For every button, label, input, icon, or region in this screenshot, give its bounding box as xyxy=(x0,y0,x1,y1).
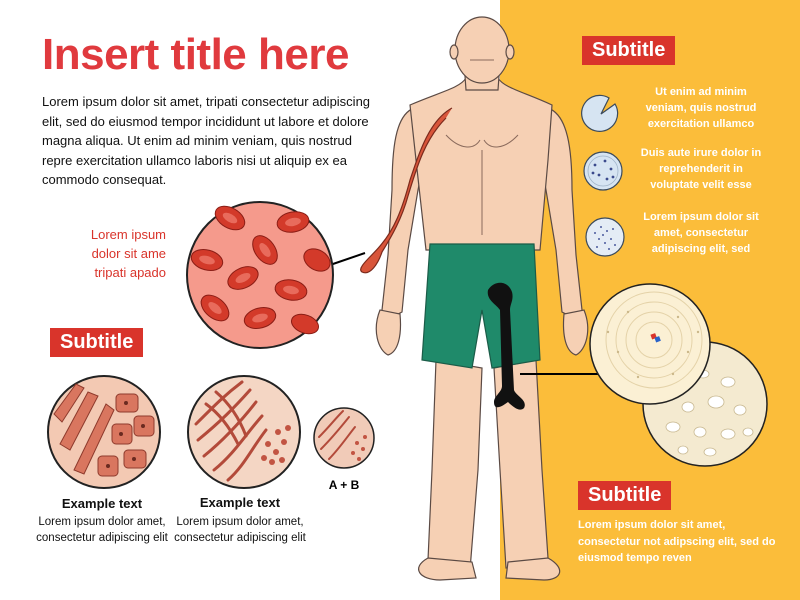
combined-tissue-label: A + B xyxy=(328,478,360,492)
cell-text-1: Ut enim ad minim veniam, quis nostrud ex… xyxy=(645,86,757,130)
tissue-caption-body-1: Lorem ipsum dolor amet, consectetur adip… xyxy=(36,516,168,544)
cell-text-3: Lorem ipsum dolor sit amet, consectetur … xyxy=(643,211,759,255)
bone-description: Lorem ipsum dolor sit amet, consectetur … xyxy=(578,519,776,564)
intro-paragraph: Lorem ipsum dolor sit amet, tripati cons… xyxy=(42,94,371,187)
page-title: Insert title here xyxy=(42,30,349,79)
cell-text-2: Duis aute irure dolor in reprehenderit i… xyxy=(640,147,762,191)
cell-speckled-icon xyxy=(585,217,625,257)
tissue-caption-body-2: Lorem ipsum dolor amet, consectetur adip… xyxy=(174,516,306,544)
shorts xyxy=(421,243,541,369)
tissue-subtitle-badge: Subtitle xyxy=(50,328,144,357)
tissue-caption-title-1: Example text xyxy=(61,496,143,511)
cells-subtitle-badge: Subtitle xyxy=(582,36,676,65)
fibrous-tissue-circle xyxy=(187,375,301,489)
muscle-tissue-circle xyxy=(47,375,161,489)
blood-vessel xyxy=(360,107,453,274)
blood-cells-circle xyxy=(186,201,334,349)
cell-wedge-icon xyxy=(581,94,619,132)
femur-bone xyxy=(487,282,525,410)
bone-subtitle-badge: Subtitle xyxy=(578,481,672,510)
tissue-caption-title-2: Example text xyxy=(199,495,281,510)
combined-tissue-circle xyxy=(313,407,375,469)
blood-cells-label: Lorem ipsum dolor sit ame tripati apado xyxy=(90,227,166,280)
cell-dotted-icon xyxy=(583,151,623,191)
bone-tissue-circles xyxy=(589,283,768,467)
